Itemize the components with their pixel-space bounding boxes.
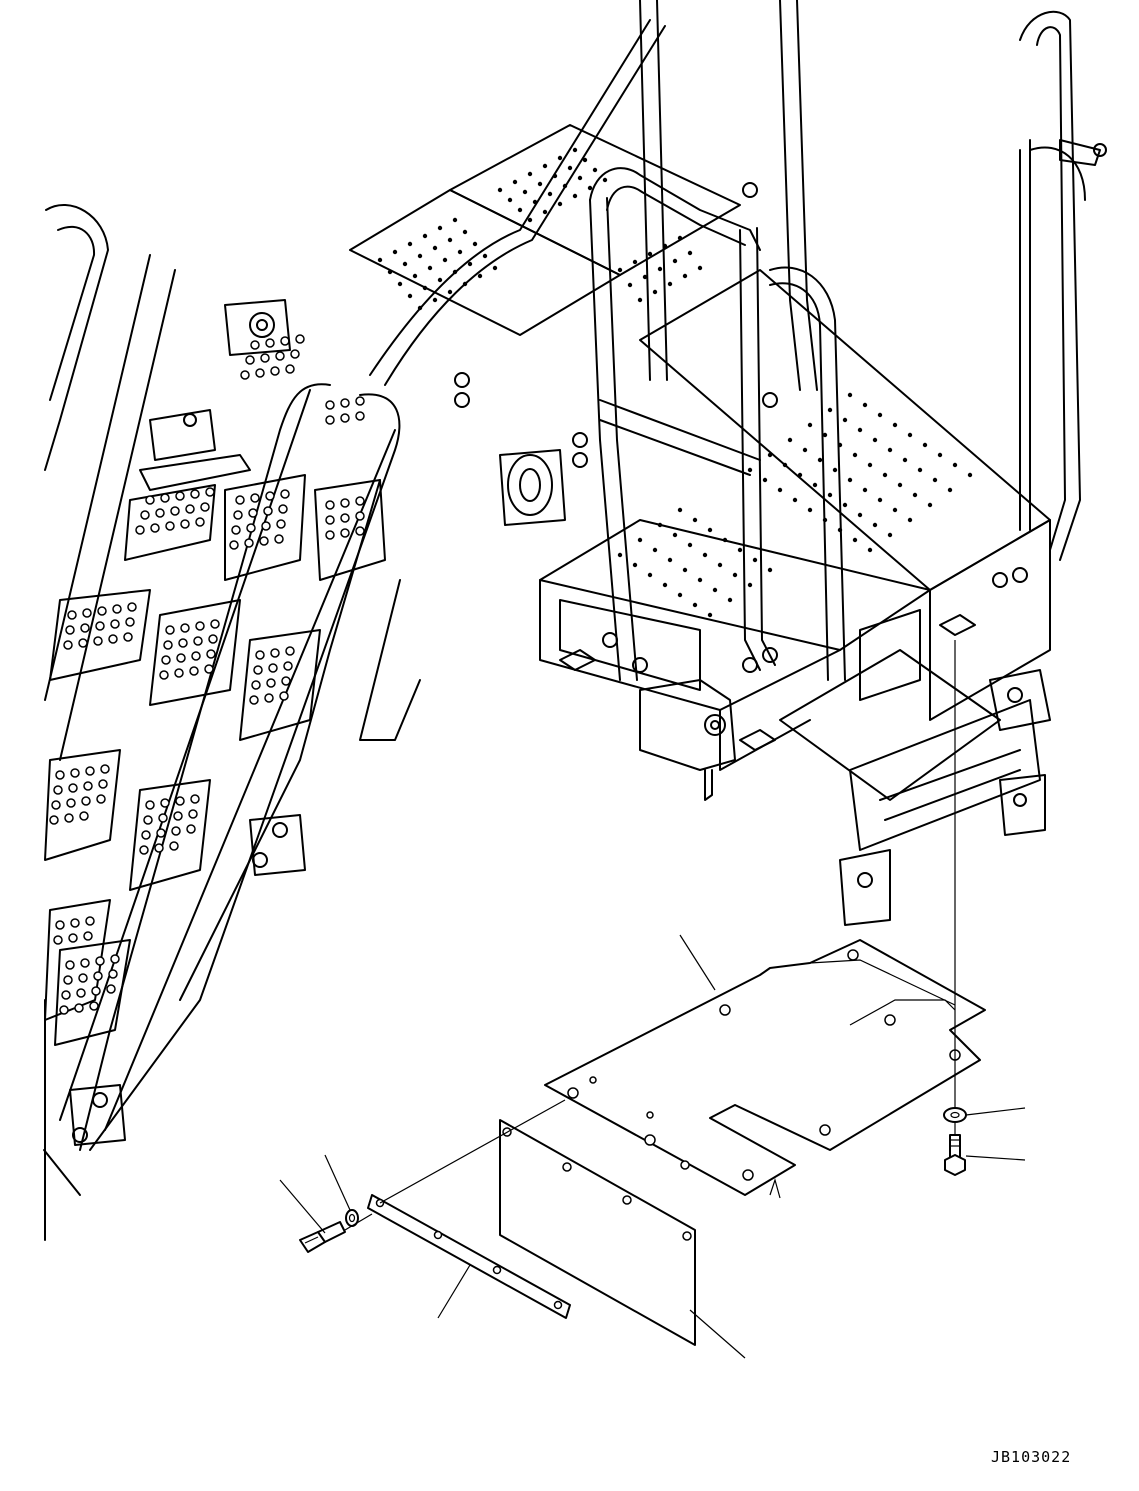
perforation-dots — [377, 147, 973, 618]
assembly-line — [344, 1213, 373, 1231]
washer-right — [943, 1107, 967, 1123]
leader-line — [965, 1107, 1026, 1116]
bolt-right — [944, 1134, 966, 1176]
assembly-line — [379, 1099, 566, 1204]
exploded-parts — [279, 640, 1026, 1359]
leader-line — [279, 1179, 326, 1234]
staircase-assembly — [43, 204, 421, 1241]
bolt-left — [299, 1221, 346, 1253]
front-cover-panel — [499, 1119, 696, 1346]
mounting-strip — [367, 1194, 571, 1319]
platform-assembly — [349, 0, 1107, 926]
leader-line — [679, 934, 716, 991]
leader-line — [965, 1155, 1026, 1161]
leader-line — [689, 1309, 746, 1359]
leader-line — [437, 1264, 471, 1319]
step-cover-plate — [544, 939, 986, 1196]
leader-line — [324, 1154, 351, 1211]
tread-holes — [49, 334, 365, 1015]
drawing-code: JB103022 — [991, 1448, 1072, 1466]
